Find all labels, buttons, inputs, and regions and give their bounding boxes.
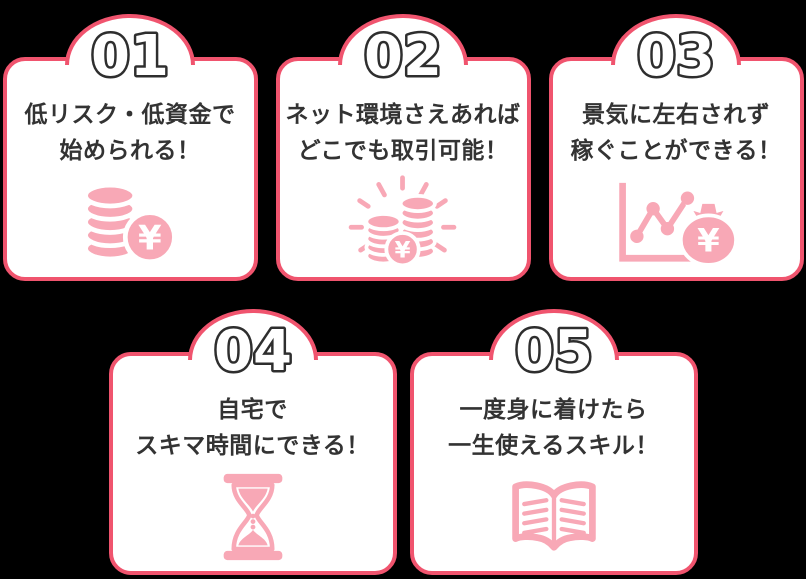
card-number-graphic: 03 (635, 22, 718, 92)
yen-symbol: ¥ (395, 238, 411, 264)
benefit-card-05: 05 一度身に着けたら 一生使えるスキル！ (409, 309, 698, 575)
yen-symbol: ¥ (138, 218, 162, 258)
card-caption: 低リスク・低資金で 始められる！ (24, 101, 236, 163)
yen-symbol: ¥ (697, 222, 720, 260)
hourglass-icon (220, 464, 286, 571)
benefit-card-04: 04 自宅で スキマ時間にできる！ (108, 309, 397, 575)
card-number: 01 (91, 24, 169, 89)
card-number: 03 (637, 24, 715, 89)
benefit-card-01: 01 低リスク・低資金で 始められる！ ¥ (2, 14, 258, 281)
benefit-card-02: 02 ネット環境さえあれば どこでも取引可能！ (275, 14, 531, 281)
card-number-graphic: 01 (89, 22, 172, 92)
card-number-graphic: 05 (512, 317, 595, 387)
coins-sparkle-yen-icon: ¥ (348, 169, 458, 277)
card-caption: 自宅で スキマ時間にできる！ (135, 396, 370, 458)
card-number: 05 (515, 319, 593, 384)
card-caption: 景気に左右されず 稼ぐことができる！ (570, 101, 782, 163)
card-number: 02 (364, 24, 442, 89)
open-book-icon (506, 464, 602, 571)
card-caption: ネット環境さえあれば どこでも取引可能！ (285, 101, 521, 163)
benefit-card-03: 03 景気に左右されず 稼ぐことができる！ ¥ (548, 14, 804, 281)
coin-stack-yen-icon: ¥ (78, 169, 182, 277)
cards-row-2: 04 自宅で スキマ時間にできる！ (0, 305, 806, 575)
chart-money-bag-icon: ¥ (614, 169, 738, 277)
card-number-graphic: 02 (362, 22, 445, 92)
card-caption: 一度身に着けたら 一生使えるスキル！ (448, 396, 659, 458)
cards-row-1: 01 低リスク・低資金で 始められる！ ¥ (0, 10, 806, 281)
card-number-graphic: 04 (211, 317, 294, 387)
card-number: 04 (214, 319, 292, 384)
